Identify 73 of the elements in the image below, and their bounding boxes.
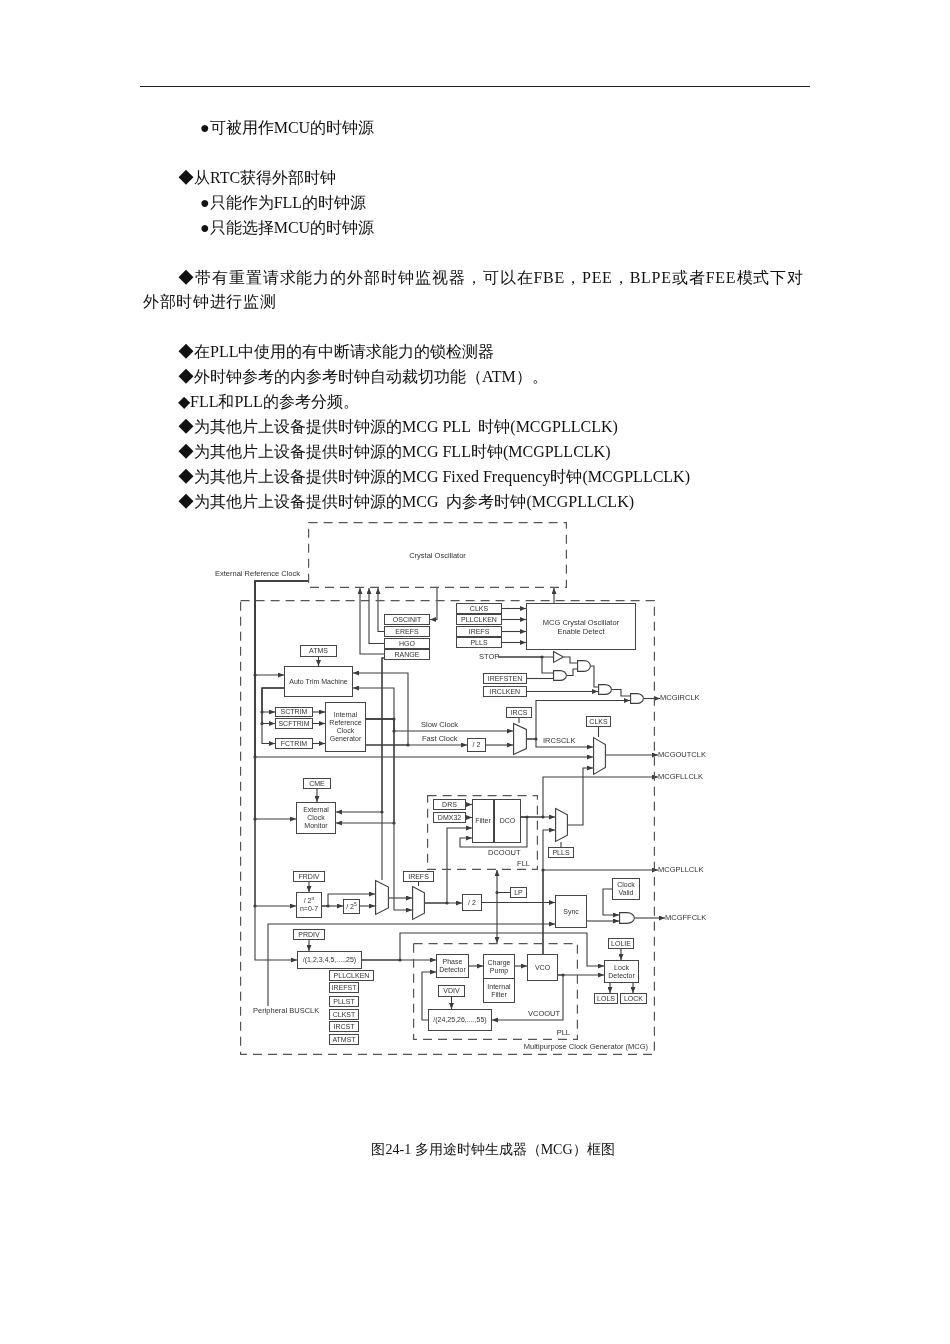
arrow	[365, 718, 413, 913]
bullet-item: ◆外时钟参考的内参考时钟自动裁切功能（ATM）。	[178, 367, 548, 387]
arrow	[465, 802, 473, 807]
arrow	[321, 903, 344, 909]
arrow	[465, 815, 473, 820]
arrow	[335, 657, 385, 815]
arrow	[388, 895, 413, 901]
connector-line	[563, 656, 578, 664]
arrow	[449, 996, 454, 1010]
connector-line	[597, 726, 600, 738]
connector-line	[518, 717, 520, 724]
arrow	[526, 689, 599, 694]
arrow	[459, 816, 528, 848]
arrow	[643, 696, 661, 701]
bullet-item: ◆从RTC获得外部时钟	[178, 168, 337, 188]
bullet-item: ◆在PLL中使用的有中断请求能力的锁检测器	[178, 342, 495, 362]
arrow	[491, 974, 564, 1023]
arrow	[361, 932, 605, 969]
arrow	[306, 939, 312, 952]
connector-line	[611, 688, 631, 697]
arrow	[316, 656, 321, 667]
connector-line	[590, 665, 599, 688]
paragraph: ◆带有重置请求能力的外部时钟监视器，可以在FBE，PEE，BLPE或者FEE模式下对外部时钟进行监测	[143, 268, 804, 312]
bullet-item: ◆为其他片上设备提供时钟源的MCG PLL 时钟(MCGPLLCLK)	[178, 417, 618, 437]
connector-line	[417, 881, 420, 887]
arrow	[421, 969, 437, 1021]
arrow	[520, 814, 556, 820]
arrow	[267, 921, 556, 1007]
arrow	[261, 687, 285, 746]
arrow	[359, 903, 376, 909]
arrow	[567, 765, 594, 826]
connector-line	[497, 656, 554, 674]
bullet-item: ●可被用作MCU的时钟源	[200, 118, 375, 138]
arrow	[306, 881, 312, 893]
arrow	[366, 587, 385, 645]
bullet-item: ◆为其他片上设备提供时钟源的MCG Fixed Frequency时钟(MCGPLLCLK)	[178, 467, 690, 487]
arrow	[526, 738, 594, 750]
arrow	[375, 587, 385, 633]
arrow	[424, 900, 463, 906]
bullet-item: ◆FLL和PLL的参考分频。	[178, 392, 359, 412]
arrow	[501, 629, 527, 634]
arrow	[481, 900, 556, 905]
connector-line	[526, 677, 554, 680]
arrow	[312, 721, 326, 726]
arrow	[501, 606, 527, 611]
arrow	[352, 670, 409, 746]
connector-line	[560, 841, 562, 848]
arrow	[352, 685, 395, 720]
arrow	[586, 918, 620, 924]
bullet-item: ◆为其他片上设备提供时钟源的MCG FLL时钟(MCGPLLCLK)	[178, 442, 611, 462]
arrow	[468, 963, 484, 969]
arrow	[602, 888, 620, 918]
arrow	[630, 982, 636, 994]
arrow	[618, 948, 624, 961]
arrow	[494, 891, 511, 944]
arrow	[542, 867, 659, 955]
bullet-item: ●只能作为FLL的时钟源	[200, 193, 367, 213]
arrow	[605, 752, 659, 758]
arrow	[312, 741, 326, 746]
arrow	[514, 963, 528, 969]
arrow	[607, 982, 613, 994]
arrow	[501, 617, 527, 622]
arrow	[314, 788, 320, 803]
connector-line	[566, 668, 578, 677]
figure-caption: 图24-1 多用途时钟生成器（MCG）框图	[370, 1141, 616, 1159]
arrow	[551, 587, 557, 604]
bullet-item: ●只能选择MCU的时钟源	[200, 218, 375, 238]
arrow	[312, 709, 326, 715]
arrow	[634, 915, 666, 921]
arrow	[357, 587, 385, 655]
arrow	[501, 640, 527, 645]
arrow	[429, 587, 438, 622]
arrow	[485, 742, 514, 748]
